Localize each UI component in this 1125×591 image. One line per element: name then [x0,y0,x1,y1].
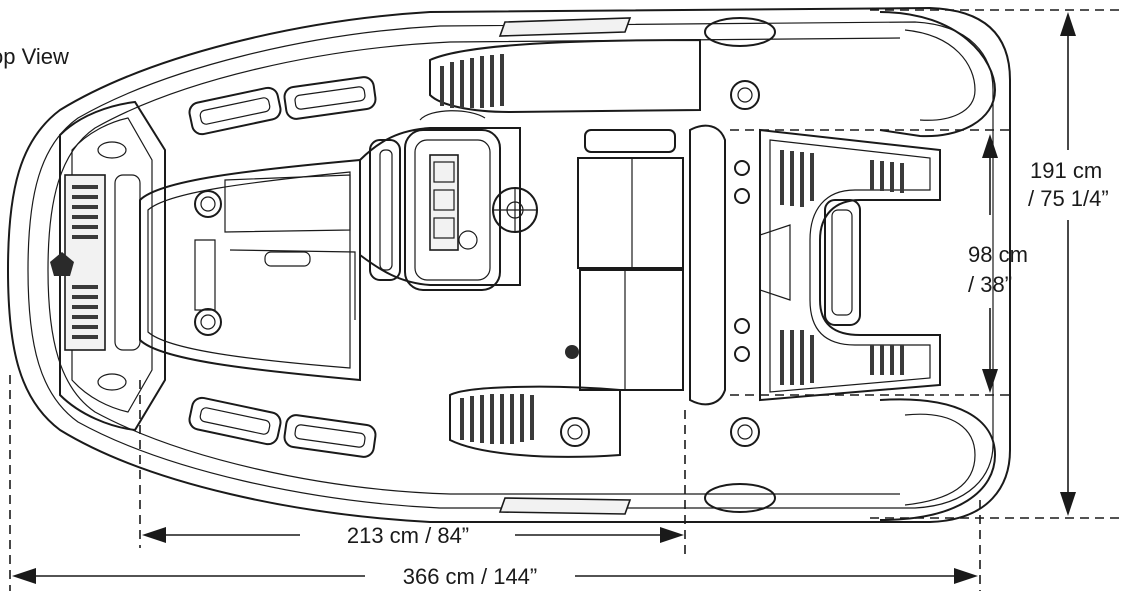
dimension-guides [9,9,1125,591]
seat-bench [565,129,684,391]
inner-deck [139,158,361,382]
stern-grille [780,150,904,385]
overall-beam-in-label: / 75 1/4” [1028,186,1109,211]
side-pontoons [429,38,760,458]
stern-tubes [879,11,997,521]
overall-length-arrow [12,568,978,584]
deck-length-label: 213 cm / 84” [347,523,469,548]
inner-beam-arrow [982,134,998,393]
view-title: Top View [0,44,69,69]
inner-beam-cm-label: 98 cm [968,242,1028,267]
overall-beam-cm-label: 191 cm [1030,158,1102,183]
bow-grille [72,185,98,339]
hull-outline [6,6,1011,523]
stern-bench [689,124,941,406]
overall-length-label: 366 cm / 144” [403,564,538,589]
port-grille [440,54,504,108]
hull-logos [498,17,776,515]
side-handles [188,76,377,458]
helm-console [359,110,538,291]
deck-length-arrow [142,527,684,543]
starboard-grille [460,394,534,444]
overall-beam-arrow [1060,12,1076,516]
inner-beam-in-label: / 38” [968,272,1012,297]
bow-platform [50,100,166,432]
